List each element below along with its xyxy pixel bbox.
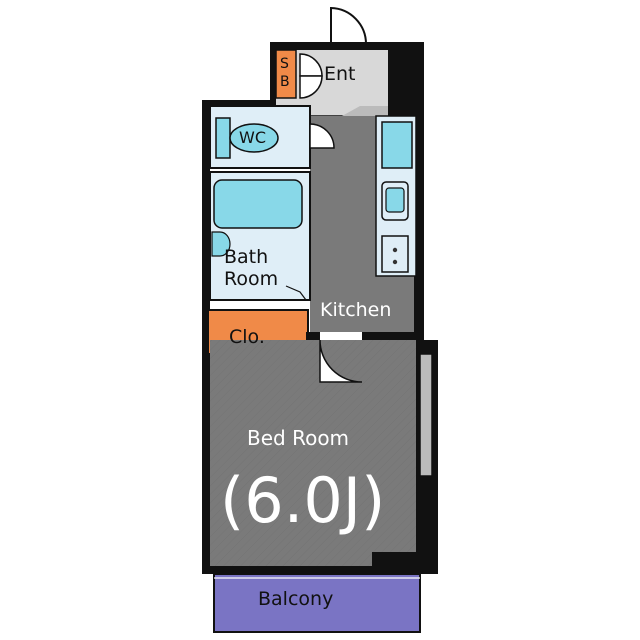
entrance-door [330,6,368,45]
closet-label: Clo. [229,326,265,348]
entrance-label: Ent [324,63,356,85]
shoe-box-label: S B [280,56,290,90]
shoe-box [275,49,297,99]
bath-room-label: Bath Room [224,246,279,290]
balcony-label: Balcony [258,588,334,610]
window-right [419,353,433,477]
kitchen-counter [375,115,417,277]
balcony [213,573,421,633]
kitchen-label: Kitchen [320,299,392,321]
bedroom [210,340,416,566]
toilet-label: WC [239,128,266,147]
bedroom-size-label: (6.0J) [220,464,386,537]
bedroom-label: Bed Room [247,426,350,450]
bath-room [209,171,311,301]
toilet-room [209,105,311,169]
outer-walls [202,42,438,574]
